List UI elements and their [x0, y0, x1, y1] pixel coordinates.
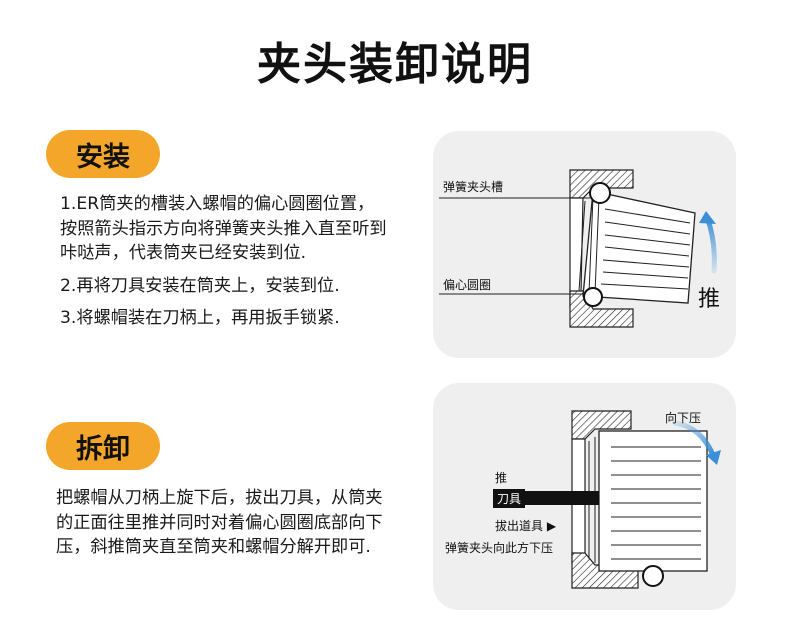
install-collet-diagram — [439, 169, 717, 328]
remove-collet-diagram — [493, 410, 721, 589]
install-badge: 安装 — [46, 130, 160, 178]
page-title: 夹头装卸说明 — [257, 39, 533, 90]
install-step-1: 1.ER筒夹的槽装入螺帽的偏心圆圈位置，按照箭头指示方向将弹簧夹头推入直至听到咔… — [60, 194, 387, 263]
push-label-2: 推 — [495, 471, 508, 485]
eccentric-circle-label: 偏心圆圈 — [443, 278, 492, 292]
remove-badge: 拆卸 — [46, 422, 160, 470]
install-step-2: 2.再将刀具安装在筒夹上，安装到位. — [60, 275, 340, 296]
install-instructions: 1.ER筒夹的槽装入螺帽的偏心圆圈位置，按照箭头指示方向将弹簧夹头推入直至听到咔… — [60, 192, 390, 339]
install-diagram-panel: 弹簧夹头槽 偏心圆圈 推 — [433, 131, 736, 358]
press-arrow-icon — [672, 420, 716, 458]
groove-label: 弹簧夹头槽 — [443, 180, 504, 194]
press-down-label: 向下压 — [665, 411, 702, 425]
remove-instructions: 把螺帽从刀柄上旋下后，拔出刀具，从筒夹的正面往里推并同时对着偏心圆圈底部向下压，… — [56, 488, 383, 557]
push-label: 推 — [698, 287, 721, 312]
collet-press-label: 弹簧夹头向此方下压 — [445, 541, 554, 555]
remove-diagram-panel: 向下压 推 刀具 拔出道具 ▶ 弹簧夹头向此方下压 — [433, 383, 736, 610]
pull-tool-label: 拔出道具 ▶ — [495, 519, 557, 533]
push-arrow-icon — [704, 214, 717, 274]
install-step-3: 3.将螺帽装在刀柄上，再用扳手锁紧. — [60, 308, 340, 328]
tool-label: 刀具 — [493, 489, 526, 508]
